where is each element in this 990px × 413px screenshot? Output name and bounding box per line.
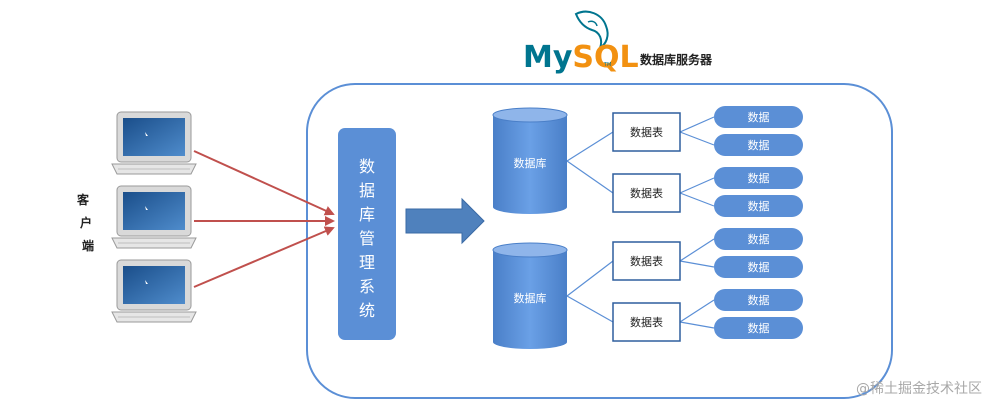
db-table-connector	[566, 295, 614, 323]
dolphin-fin-icon	[587, 20, 598, 27]
dbms-label-char: 数	[359, 157, 375, 176]
client-label-char: 客	[76, 192, 90, 207]
dbms-label-char: 理	[359, 253, 375, 272]
mysql-tm: TM	[603, 62, 611, 68]
data-label: 数据	[748, 232, 770, 246]
client-label-char: 户	[80, 215, 92, 230]
data-pill: 数据	[714, 256, 803, 278]
dbms-label: 数 据 库 管 理 系 统	[359, 157, 375, 320]
dbms-box: 数 据 库 管 理 系 统	[338, 128, 396, 340]
dbms-label-char: 系	[359, 277, 375, 296]
table-data-connector	[679, 238, 715, 262]
data-label: 数据	[748, 199, 770, 213]
data-pill: 数据	[714, 106, 803, 128]
data-label: 数据	[748, 260, 770, 274]
watermark: @稀土掘金技术社区	[856, 381, 982, 397]
table-label: 数据表	[630, 315, 663, 329]
table-node: 数据表	[612, 241, 681, 281]
dbms-rect	[338, 128, 396, 340]
table-data-connector	[679, 116, 715, 133]
mysql-logo-text: MySQL	[523, 40, 639, 75]
dbms-label-char: 管	[359, 229, 375, 248]
dbms-label-char: 据	[359, 181, 375, 200]
database-label: 数据库	[514, 156, 547, 170]
db-table-connector	[566, 160, 614, 194]
data-pill: 数据	[714, 195, 803, 217]
laptop-icon	[111, 185, 197, 249]
table-data-connector	[679, 192, 715, 207]
table-label: 数据表	[630, 254, 663, 268]
table-data-connector	[679, 131, 715, 146]
laptop-icon	[111, 111, 197, 175]
dbms-to-database-arrow	[405, 197, 485, 245]
table-data-connector	[679, 299, 715, 323]
data-pill: 数据	[714, 228, 803, 250]
table-label: 数据表	[630, 186, 663, 200]
db-table-connector	[566, 131, 614, 162]
data-label: 数据	[748, 293, 770, 307]
data-pill: 数据	[714, 289, 803, 311]
data-pill: 数据	[714, 134, 803, 156]
database-cylinder: 数据库	[492, 107, 568, 214]
table-data-connector	[679, 321, 715, 329]
table-node: 数据表	[612, 173, 681, 213]
client-label-char: 端	[82, 238, 94, 253]
data-label: 数据	[748, 138, 770, 152]
table-node: 数据表	[612, 302, 681, 342]
table-data-connector	[679, 177, 715, 194]
client-to-dbms-arrows	[193, 150, 335, 288]
dolphin-icon	[574, 10, 609, 51]
dbms-label-char: 统	[359, 301, 375, 320]
database-label: 数据库	[514, 291, 547, 305]
data-label: 数据	[748, 110, 770, 124]
laptop-icon	[111, 259, 197, 323]
dbms-label-char: 库	[359, 205, 375, 224]
client-label: 客 户 端	[76, 192, 94, 253]
mysql-logo: MySQL TM	[523, 10, 639, 75]
table-node: 数据表	[612, 112, 681, 152]
client-arrow	[193, 150, 335, 216]
table-label: 数据表	[630, 125, 663, 139]
db-table-connector	[566, 260, 614, 297]
server-label: 数据库服务器	[640, 52, 713, 67]
database-cylinder: 数据库	[492, 242, 568, 349]
client-arrow	[193, 226, 335, 288]
data-pill: 数据	[714, 167, 803, 189]
table-data-connector	[679, 260, 715, 268]
data-label: 数据	[748, 171, 770, 185]
data-pill: 数据	[714, 317, 803, 339]
data-label: 数据	[748, 321, 770, 335]
client-laptops	[111, 111, 197, 323]
